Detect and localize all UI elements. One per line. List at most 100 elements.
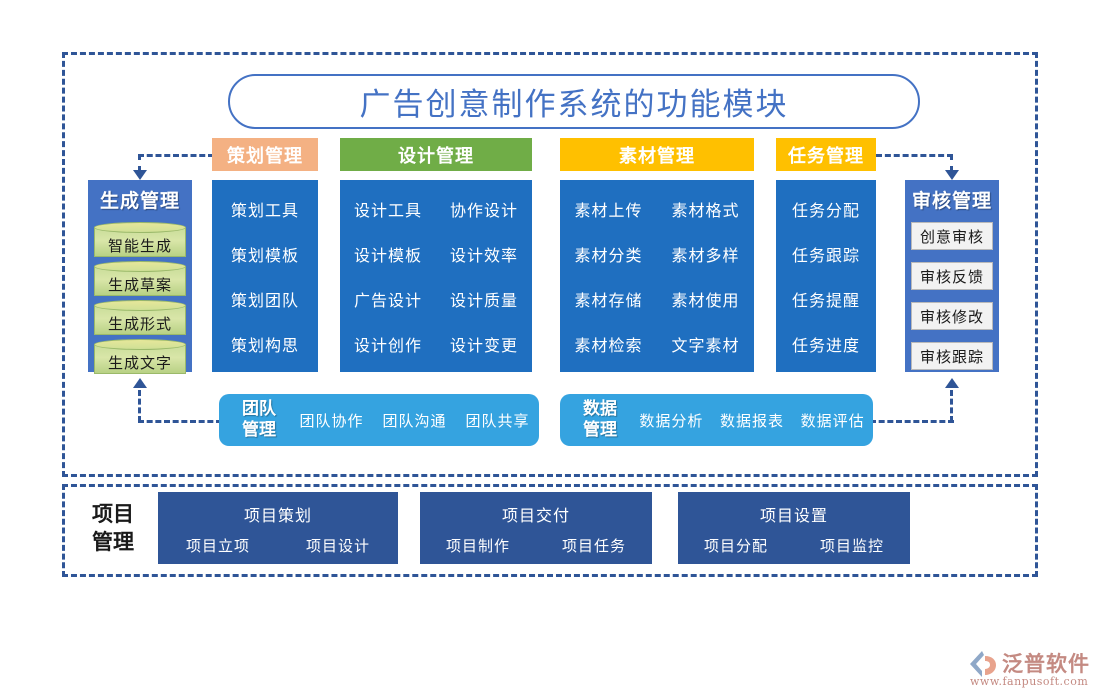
project-sub-item[interactable]: 项目制作 bbox=[445, 538, 510, 555]
arrow-up-into-generation bbox=[133, 378, 147, 388]
panel-row: 策划工具 bbox=[212, 186, 318, 231]
feature-item[interactable]: 设计效率 bbox=[449, 247, 518, 265]
project-management-label: 项目 管理 bbox=[72, 500, 154, 556]
data-item[interactable]: 数据报表 bbox=[719, 412, 784, 430]
feature-item[interactable]: 任务进度 bbox=[791, 337, 860, 355]
panel-row: 设计工具 协作设计 bbox=[340, 186, 532, 231]
project-box-title: 项目策划 bbox=[243, 508, 312, 525]
connector-data-to-review-v bbox=[950, 390, 953, 422]
review-item[interactable]: 审核反馈 bbox=[911, 262, 993, 290]
feature-item[interactable]: 协作设计 bbox=[449, 202, 518, 220]
feature-item[interactable]: 策划构思 bbox=[230, 337, 299, 355]
cylinder-top-icon bbox=[94, 339, 186, 350]
category-header-task[interactable]: 任务管理 bbox=[776, 138, 876, 171]
feature-item[interactable]: 设计工具 bbox=[353, 202, 422, 220]
feature-item[interactable]: 设计模板 bbox=[353, 247, 422, 265]
project-box[interactable]: 项目交付 项目制作 项目任务 bbox=[420, 492, 652, 564]
project-sub-item[interactable]: 项目设计 bbox=[305, 538, 370, 555]
project-box-title: 项目交付 bbox=[501, 508, 570, 525]
arrow-into-generation bbox=[133, 170, 147, 180]
generation-cylinder[interactable]: 生成草案 bbox=[94, 261, 186, 299]
team-management-title: 团队 管理 bbox=[228, 399, 290, 441]
feature-item[interactable]: 设计创作 bbox=[353, 337, 422, 355]
diagram-title: 广告创意制作系统的功能模块 bbox=[359, 87, 789, 123]
feature-item[interactable]: 素材存储 bbox=[574, 292, 643, 310]
company-name: 泛普软件 bbox=[1002, 651, 1090, 676]
feature-item[interactable]: 策划工具 bbox=[230, 202, 299, 220]
feature-item[interactable]: 广告设计 bbox=[353, 292, 422, 310]
feature-item[interactable]: 任务分配 bbox=[791, 202, 860, 220]
feature-item[interactable]: 策划模板 bbox=[230, 247, 299, 265]
project-sub-item[interactable]: 项目监控 bbox=[819, 538, 884, 555]
cylinder-body-icon bbox=[94, 227, 186, 257]
project-label-line2: 管理 bbox=[92, 529, 134, 554]
generation-item-label: 生成草案 bbox=[107, 276, 172, 294]
connector-team-to-generation-h bbox=[138, 420, 222, 423]
team-item[interactable]: 团队沟通 bbox=[382, 412, 447, 430]
project-frame-border bbox=[62, 484, 1038, 577]
arrow-into-review bbox=[945, 170, 959, 180]
panel-row: 任务跟踪 bbox=[776, 231, 876, 276]
team-item[interactable]: 团队共享 bbox=[465, 412, 530, 430]
feature-item[interactable]: 任务跟踪 bbox=[791, 247, 860, 265]
feature-item[interactable]: 策划团队 bbox=[230, 292, 299, 310]
generation-item-label: 生成形式 bbox=[107, 315, 172, 333]
category-header-design[interactable]: 设计管理 bbox=[340, 138, 532, 171]
panel-row: 任务进度 bbox=[776, 321, 876, 366]
feature-item[interactable]: 素材检索 bbox=[574, 337, 643, 355]
fanpu-logo-icon bbox=[970, 651, 996, 677]
project-box-title: 项目设置 bbox=[759, 508, 828, 525]
feature-item[interactable]: 文字素材 bbox=[671, 337, 740, 355]
feature-item[interactable]: 素材使用 bbox=[671, 292, 740, 310]
connector-task-to-review-h bbox=[876, 154, 953, 157]
feature-item[interactable]: 设计变更 bbox=[449, 337, 518, 355]
project-sub-item[interactable]: 项目分配 bbox=[703, 538, 768, 555]
project-box-items: 项目制作 项目任务 bbox=[420, 535, 652, 556]
feature-item[interactable]: 任务提醒 bbox=[791, 292, 860, 310]
feature-item[interactable]: 素材上传 bbox=[574, 202, 643, 220]
project-box[interactable]: 项目策划 项目立项 项目设计 bbox=[158, 492, 398, 564]
generation-item-label: 智能生成 bbox=[107, 237, 172, 255]
project-box[interactable]: 项目设置 项目分配 项目监控 bbox=[678, 492, 910, 564]
team-title-line2: 管理 bbox=[242, 420, 276, 440]
review-item[interactable]: 审核修改 bbox=[911, 302, 993, 330]
category-header-plan[interactable]: 策划管理 bbox=[212, 138, 318, 171]
data-title-line1: 数据 bbox=[583, 399, 617, 419]
generation-cylinder[interactable]: 智能生成 bbox=[94, 222, 186, 260]
generation-cylinder[interactable]: 生成形式 bbox=[94, 300, 186, 338]
feature-item[interactable]: 设计质量 bbox=[449, 292, 518, 310]
panel-row: 素材分类 素材多样 bbox=[560, 231, 754, 276]
project-label-line1: 项目 bbox=[92, 501, 134, 526]
team-title-line1: 团队 bbox=[242, 399, 276, 419]
panel-plan: 策划工具 策划模板 策划团队 策划构思 bbox=[212, 180, 318, 372]
cylinder-top-icon bbox=[94, 300, 186, 311]
panel-row: 素材上传 素材格式 bbox=[560, 186, 754, 231]
project-sub-item[interactable]: 项目立项 bbox=[185, 538, 250, 555]
review-item[interactable]: 创意审核 bbox=[911, 222, 993, 250]
project-box-items: 项目分配 项目监控 bbox=[678, 535, 910, 556]
team-item[interactable]: 团队协作 bbox=[299, 412, 364, 430]
team-items: 团队协作 团队沟通 团队共享 bbox=[290, 410, 539, 431]
data-item[interactable]: 数据评估 bbox=[800, 412, 865, 430]
feature-item[interactable]: 素材格式 bbox=[671, 202, 740, 220]
feature-item[interactable]: 素材多样 bbox=[671, 247, 740, 265]
generation-cylinder[interactable]: 生成文字 bbox=[94, 339, 186, 377]
review-column-title: 审核管理 bbox=[911, 190, 992, 212]
data-item[interactable]: 数据分析 bbox=[639, 412, 704, 430]
panel-row: 策划团队 bbox=[212, 276, 318, 321]
feature-item[interactable]: 素材分类 bbox=[574, 247, 643, 265]
generation-column-title: 生成管理 bbox=[99, 190, 180, 212]
panel-row: 素材存储 素材使用 bbox=[560, 276, 754, 321]
panel-row: 任务提醒 bbox=[776, 276, 876, 321]
project-sub-item[interactable]: 项目任务 bbox=[561, 538, 626, 555]
company-url: www.fanpusoft.com bbox=[970, 675, 1089, 688]
project-box-items: 项目立项 项目设计 bbox=[158, 535, 398, 556]
team-management-bar: 团队 管理 团队协作 团队沟通 团队共享 bbox=[219, 394, 539, 446]
panel-row: 素材检索 文字素材 bbox=[560, 321, 754, 366]
category-header-material[interactable]: 素材管理 bbox=[560, 138, 754, 171]
connector-task-to-review-v bbox=[950, 154, 953, 172]
review-item[interactable]: 审核跟踪 bbox=[911, 342, 993, 370]
company-logo: 泛普软件 www.fanpusoft.com bbox=[968, 648, 1092, 692]
category-header-design-label: 设计管理 bbox=[398, 145, 474, 167]
